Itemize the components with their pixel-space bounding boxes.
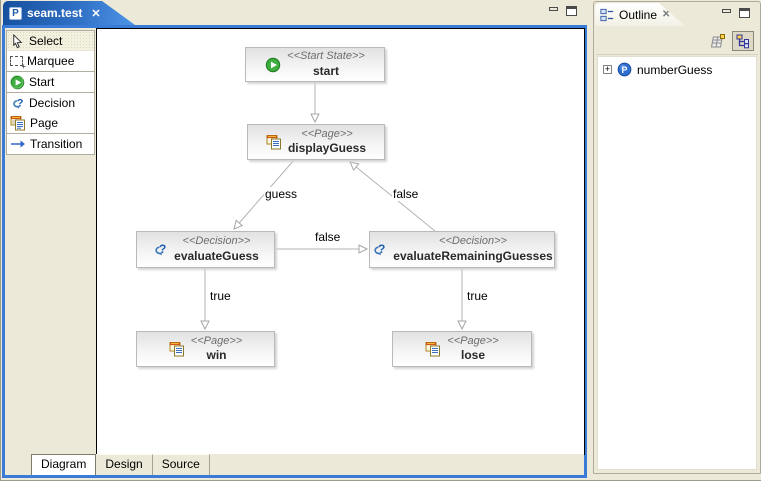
- editor-tab-bar: P seam.test ✕: [2, 0, 587, 25]
- expand-icon[interactable]: +: [603, 64, 612, 74]
- palette-item-label: Page: [30, 116, 59, 130]
- transition-label-false-horizontal[interactable]: false: [314, 230, 342, 244]
- minimize-icon[interactable]: [722, 9, 731, 13]
- outline-icon: [600, 8, 614, 21]
- palette-group-start: Start: [7, 71, 94, 92]
- tab-source[interactable]: Source: [152, 454, 210, 475]
- editor-part: P seam.test ✕ Select: [2, 0, 587, 478]
- tree-mode-button[interactable]: [732, 31, 754, 51]
- node-name: evaluateRemainingGuesses: [393, 248, 553, 263]
- transition-arrow-icon: [11, 140, 25, 148]
- palette-item-label: Transition: [30, 137, 83, 151]
- close-icon[interactable]: ✕: [91, 7, 101, 20]
- palette-item-select[interactable]: Select: [7, 31, 94, 51]
- svg-text:?: ?: [159, 242, 166, 256]
- svg-text:?: ?: [378, 242, 385, 256]
- overview-icon: [710, 34, 725, 48]
- start-icon: [10, 74, 25, 89]
- node-stereotype: <<Page>>: [190, 334, 243, 347]
- outline-tab[interactable]: Outline ✕: [595, 3, 685, 26]
- palette-tools: Select Marquee Start: [6, 30, 95, 155]
- overview-mode-button[interactable]: [707, 31, 729, 51]
- pageflow-node-icon: P: [617, 62, 632, 77]
- node-stereotype: <<Start State>>: [287, 50, 365, 63]
- editor-window-controls: [549, 6, 577, 16]
- svg-text:P: P: [622, 65, 628, 75]
- node-lose[interactable]: <<Page>> lose: [392, 331, 532, 367]
- node-stereotype: <<Page>>: [447, 334, 499, 347]
- palette-item-marquee[interactable]: Marquee: [7, 51, 94, 71]
- editor-mode-tabs: Diagram Design Source: [5, 454, 584, 475]
- tab-design[interactable]: Design: [96, 454, 153, 475]
- node-stereotype: <<Page>>: [301, 127, 353, 140]
- palette-item-page[interactable]: Page: [7, 113, 94, 133]
- page-icon: [266, 135, 281, 150]
- tab-diagram[interactable]: Diagram: [31, 454, 97, 475]
- outline-view: Outline ✕: [593, 1, 761, 474]
- node-name: lose: [460, 348, 485, 363]
- decision-icon: ?: [155, 242, 166, 256]
- toolbar-separator: [596, 54, 758, 55]
- outline-window-controls: [722, 8, 750, 18]
- palette-item-label: Decision: [29, 96, 76, 110]
- select-cursor-icon: [13, 33, 23, 48]
- outline-toolbar: [707, 31, 754, 51]
- node-evaluateGuess[interactable]: ? <<Decision>> evaluateGuess: [136, 231, 275, 268]
- page-icon: [425, 342, 441, 357]
- minimize-icon[interactable]: [549, 7, 558, 11]
- close-icon[interactable]: ✕: [662, 9, 671, 20]
- page-icon: [10, 116, 25, 131]
- palette: Select Marquee Start: [5, 28, 96, 475]
- transition-label-true-left[interactable]: true: [209, 289, 232, 303]
- node-name: start: [312, 63, 339, 78]
- node-evaluateRemainingGuesses[interactable]: ? <<Decision>> evaluateRemainingGuesses: [369, 231, 555, 268]
- svg-text:?: ?: [17, 97, 24, 109]
- node-name: displayGuess: [287, 141, 367, 156]
- node-start[interactable]: <<Start State>> start: [245, 47, 385, 82]
- palette-item-label: Start: [29, 75, 55, 89]
- palette-item-label: Marquee: [27, 54, 75, 68]
- editor-tab-seam-test[interactable]: P seam.test ✕: [3, 1, 135, 25]
- palette-item-transition[interactable]: Transition: [7, 134, 94, 154]
- transition-label-guess[interactable]: guess: [264, 187, 299, 201]
- palette-item-decision[interactable]: ? Decision: [7, 93, 94, 113]
- node-win[interactable]: <<Page>> win: [136, 331, 275, 367]
- node-stereotype: <<Decision>>: [439, 235, 507, 248]
- start-icon: [265, 57, 281, 72]
- palette-item-label: Select: [29, 34, 63, 48]
- diagram-canvas[interactable]: guess false false true true <<Start Stat…: [96, 28, 585, 455]
- pageflow-file-icon: P: [9, 6, 22, 20]
- transition-label-true-right[interactable]: true: [466, 289, 489, 303]
- editor-tab-label: seam.test: [27, 6, 83, 20]
- maximize-icon[interactable]: [566, 6, 577, 16]
- palette-group-transition: Transition: [7, 133, 94, 154]
- tree-item-numberGuess[interactable]: + P numberGuess: [598, 57, 756, 77]
- node-name: win: [206, 348, 227, 363]
- outline-tab-label: Outline: [619, 7, 658, 22]
- node-stereotype: <<Decision>>: [182, 235, 251, 248]
- decision-icon: ?: [374, 242, 386, 256]
- outline-tree: + P numberGuess: [597, 56, 757, 470]
- palette-group-nodes: ? Decision: [7, 92, 94, 133]
- node-displayGuess[interactable]: <<Page>> displayGuess: [247, 124, 385, 160]
- tree-item-label: numberGuess: [637, 62, 713, 77]
- tree-icon: [736, 34, 749, 49]
- palette-group-selection: Select Marquee: [7, 31, 94, 71]
- maximize-icon[interactable]: [739, 8, 750, 18]
- page-icon: [169, 342, 184, 357]
- decision-icon: ?: [13, 97, 24, 109]
- node-name: evaluateGuess: [174, 248, 259, 263]
- editor-body: Select Marquee Start: [2, 25, 587, 478]
- palette-item-start[interactable]: Start: [7, 72, 94, 92]
- marquee-icon: [10, 56, 26, 71]
- transition-label-false-up[interactable]: false: [392, 187, 420, 201]
